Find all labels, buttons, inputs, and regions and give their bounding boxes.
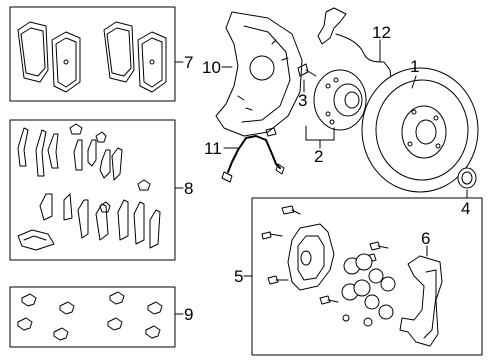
caliper-body [287,223,335,291]
caliper-bracket [399,255,443,347]
wheel-stud [297,63,317,77]
caliper-pistons [341,253,396,327]
callout-2: 2 [314,147,324,166]
callout-9: 9 [184,305,194,324]
callout-8: 8 [184,179,194,198]
dust-shield [215,11,303,137]
small-clips [17,291,163,341]
callout-5: 5 [234,267,244,286]
shim-kit-box [9,119,176,261]
callout-10: 10 [202,58,221,77]
callout-3: 3 [298,91,308,110]
brake-rotor [361,67,479,193]
caliper-kit-box [251,197,483,356]
clip-kit-box [9,286,176,348]
callout-4: 4 [461,199,471,218]
callout-12: 12 [372,23,391,42]
callout-1: 1 [410,57,420,76]
callout-6: 6 [421,229,431,248]
dust-cap [457,167,477,189]
hub-bearing [313,69,367,131]
outer-pad-set-left [17,21,81,93]
outer-pad-set-right [103,21,167,93]
callout-7: 7 [184,53,194,72]
callout-11: 11 [204,139,222,158]
pad-kit-box [9,6,176,102]
pad-shims [17,123,161,251]
brake-hose [221,127,285,183]
